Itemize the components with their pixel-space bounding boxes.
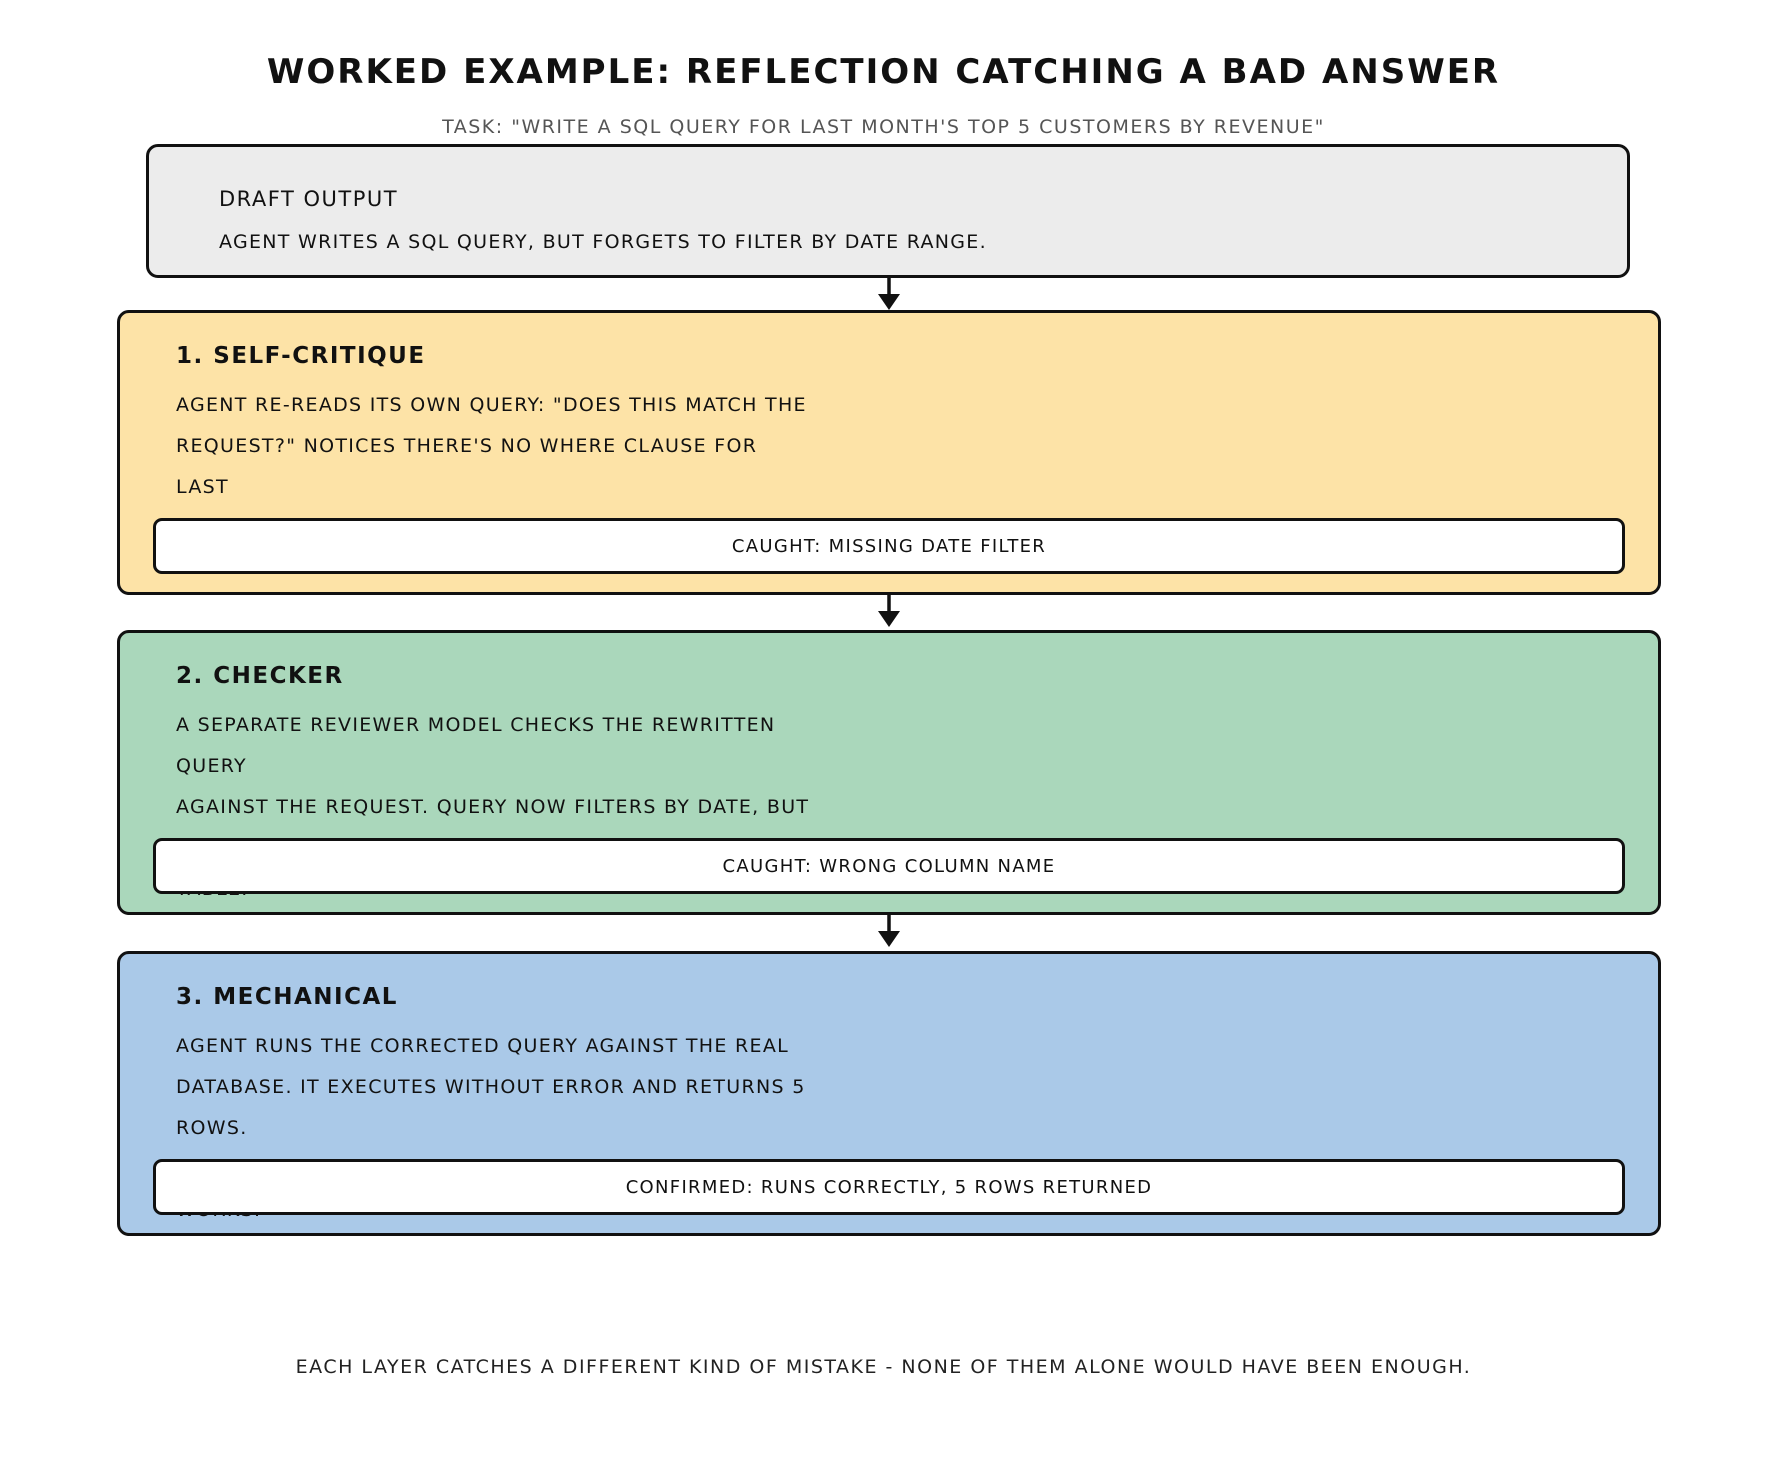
page-title: Worked Example: Reflection Catching a Ba… [266,52,1501,92]
self-critique-heading: 1. Self-Critique [176,343,426,369]
arrow-down-icon [878,915,900,947]
draft-output-heading: Draft Output [219,187,399,211]
footer-note: Each layer catches a different kind of m… [295,1356,1472,1378]
task-subtitle: Task: "Write a SQL query for last month'… [442,116,1325,138]
draft-output-box: Draft Output Agent writes a SQL query, b… [146,144,1630,278]
checker-heading: 2. Checker [176,663,344,689]
mechanical-result: Confirmed: runs correctly, 5 rows return… [153,1159,1625,1215]
checker-result: Caught: wrong column name [153,838,1625,894]
arrow-down-icon [878,278,900,310]
mechanical-heading: 3. Mechanical [176,984,398,1010]
arrow-down-icon [878,595,900,627]
draft-output-body: Agent writes a SQL query, but forgets to… [219,231,987,253]
mechanical-layer: 3. Mechanical Agent runs the corrected q… [117,951,1661,1236]
self-critique-layer: 1. Self-Critique Agent re-reads its own … [117,310,1661,595]
checker-layer: 2. Checker A separate reviewer model che… [117,630,1661,915]
self-critique-result: Caught: missing date filter [153,518,1625,574]
